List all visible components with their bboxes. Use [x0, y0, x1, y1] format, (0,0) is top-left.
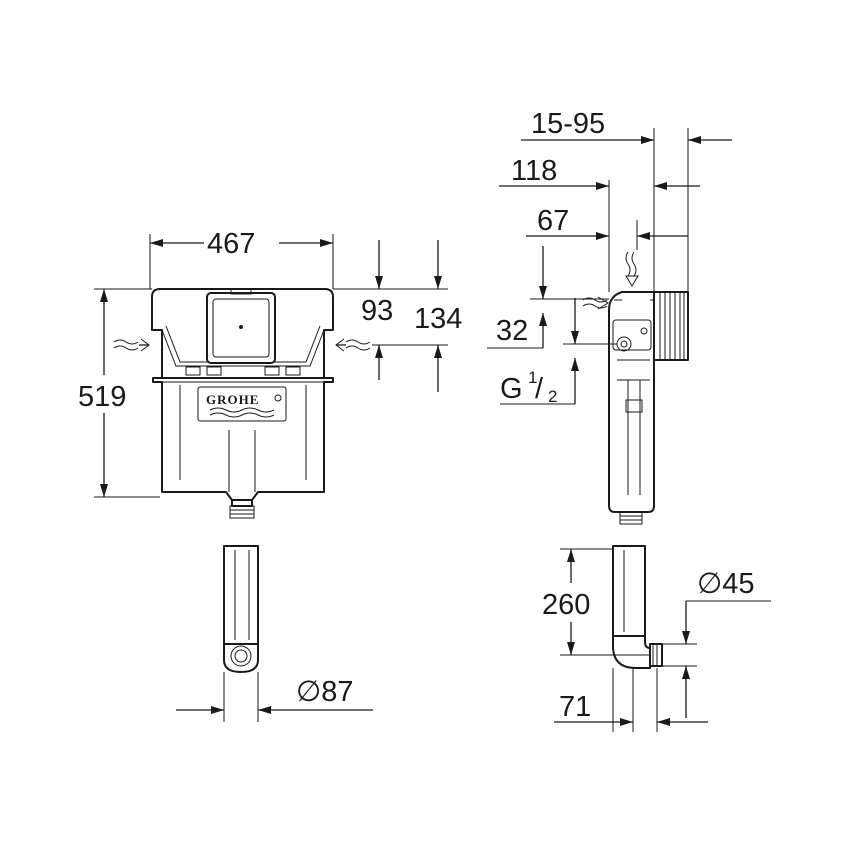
brand-logo: GROHE: [206, 392, 259, 407]
water-inlet-top-icon: [625, 251, 639, 287]
cistern-front-body: GROHE: [151, 288, 334, 519]
width-label: 467: [207, 228, 255, 260]
dim-outlet-diameter-front: ∅87: [176, 676, 373, 714]
dim-depth-range: 15-95: [521, 108, 732, 292]
diameter-icon: ∅: [697, 568, 722, 600]
dim-inlet-drop: 32: [487, 246, 609, 349]
outlet-diameter-front-label: 87: [321, 676, 353, 708]
dim-width: 467: [149, 228, 334, 289]
outlet-offset-label: 71: [559, 691, 591, 723]
dim-inlet-heights: 93 134: [333, 240, 462, 392]
inlet-drop-label: 32: [496, 315, 528, 347]
outlet-diameter-side-label: 45: [722, 568, 754, 600]
dim-height: 519: [78, 288, 160, 498]
water-inlet-left-icon: [113, 338, 150, 352]
thread-numerator: 1: [528, 368, 537, 387]
dim-pipe-length: 260: [542, 548, 650, 656]
svg-text:∅45: ∅45: [697, 568, 755, 600]
depth-range-label: 15-95: [531, 108, 605, 140]
dim-inlet-offset: 67: [526, 205, 688, 250]
cistern-side-body: [608, 291, 689, 525]
inlet-alt-label: 134: [414, 303, 462, 335]
pipe-length-label: 260: [542, 589, 590, 621]
front-view: GROHE: [78, 228, 462, 722]
thread-denominator: 2: [548, 387, 557, 406]
inlet-offset-label: 67: [537, 205, 569, 237]
dim-depth: 118: [499, 155, 610, 292]
water-inlet-right-icon: [335, 338, 371, 352]
dim-outlet-offset: 71: [554, 668, 708, 732]
side-view: 15-95 118 67 32: [487, 108, 771, 732]
flush-pipe-front: [223, 545, 259, 722]
thread-slash: /: [535, 373, 544, 405]
height-label: 519: [78, 381, 126, 413]
flush-pipe-side: [612, 545, 663, 732]
thread-label: G: [500, 373, 523, 405]
inlet-top-label: 93: [361, 295, 393, 327]
diameter-icon: ∅: [296, 676, 321, 708]
depth-label: 118: [511, 155, 557, 187]
dim-outlet-diameter-side: ∅45: [662, 568, 771, 718]
dim-thread: G 1 / 2: [500, 298, 617, 406]
svg-text:∅87: ∅87: [296, 676, 354, 708]
